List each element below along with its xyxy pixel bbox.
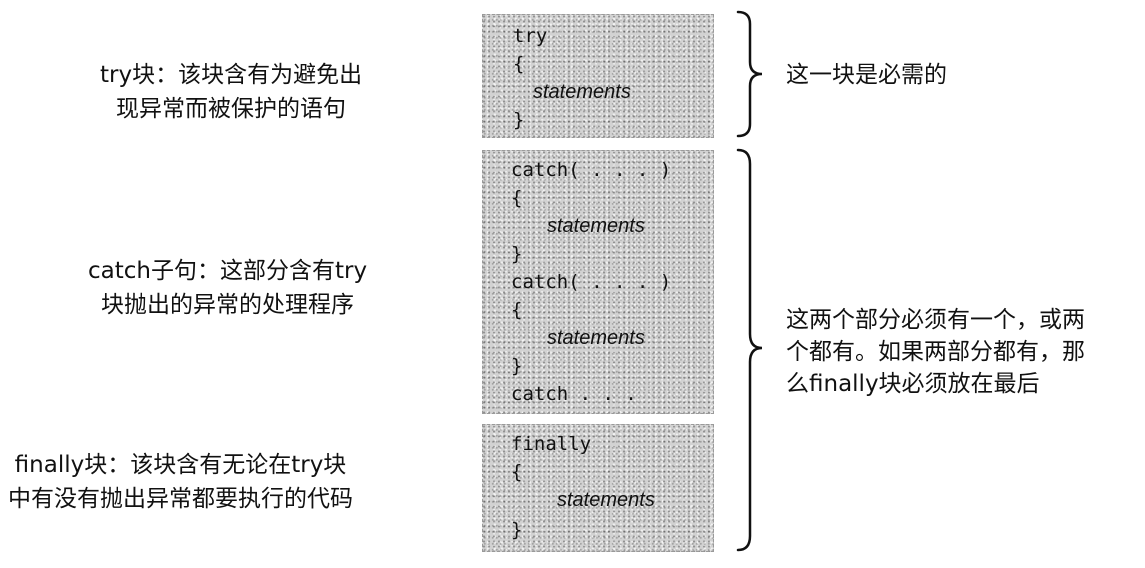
- try-statements: statements: [533, 81, 631, 103]
- try-block-description: try块：该块含有为避免出 现异常而被保护的语句: [100, 58, 362, 126]
- catch-desc-line-2: 块抛出的异常的处理程序: [101, 292, 355, 318]
- try-desc-line-1: try块：该块含有为避免出: [100, 62, 363, 88]
- try-code-block: try { statements }: [482, 14, 714, 138]
- finally-open-brace: {: [511, 461, 523, 483]
- optional-brace: [736, 148, 763, 552]
- catch-code-block: catch( . . . ) { statements } catch( . .…: [482, 150, 714, 414]
- try-desc-line-2: 现异常而被保护的语句: [116, 96, 347, 122]
- finally-keyword: finally: [511, 433, 592, 455]
- catch-header-1: catch( . . . ): [511, 159, 672, 181]
- optional-note-line-3: 么finally块必须放在最后: [786, 371, 1040, 397]
- try-close-brace: }: [513, 109, 525, 131]
- required-note: 这一块是必需的: [786, 62, 947, 88]
- catch-clause-description: catch子句：这部分含有try 块抛出的异常的处理程序: [88, 254, 367, 322]
- finally-code-block: finally { statements }: [482, 424, 714, 552]
- catch-open-brace-2: {: [511, 299, 523, 321]
- catch-desc-line-1: catch子句：这部分含有try: [88, 258, 368, 284]
- catch-close-brace-1: }: [511, 243, 523, 265]
- required-brace: [736, 10, 763, 138]
- optional-note-line-1: 这两个部分必须有一个，或两: [786, 307, 1085, 333]
- finally-close-brace: }: [511, 519, 523, 541]
- catch-more: catch . . .: [511, 383, 637, 405]
- finally-statements: statements: [557, 489, 655, 511]
- catch-statements-2: statements: [547, 327, 645, 349]
- catch-open-brace-1: {: [511, 187, 523, 209]
- catch-close-brace-2: }: [511, 355, 523, 377]
- finally-desc-line-1: finally块：该块含有无论在try块: [14, 452, 347, 478]
- catch-header-2: catch( . . . ): [511, 271, 672, 293]
- finally-block-description: finally块：该块含有无论在try块 中有没有抛出异常都要执行的代码: [8, 448, 353, 516]
- try-open-brace: {: [513, 53, 525, 75]
- optional-note-line-2: 个都有。如果两部分都有，那: [786, 339, 1085, 365]
- try-keyword: try: [513, 25, 548, 47]
- catch-statements-1: statements: [547, 215, 645, 237]
- finally-desc-line-2: 中有没有抛出异常都要执行的代码: [8, 486, 353, 512]
- optional-note: 这两个部分必须有一个，或两 个都有。如果两部分都有，那 么finally块必须放…: [786, 304, 1085, 400]
